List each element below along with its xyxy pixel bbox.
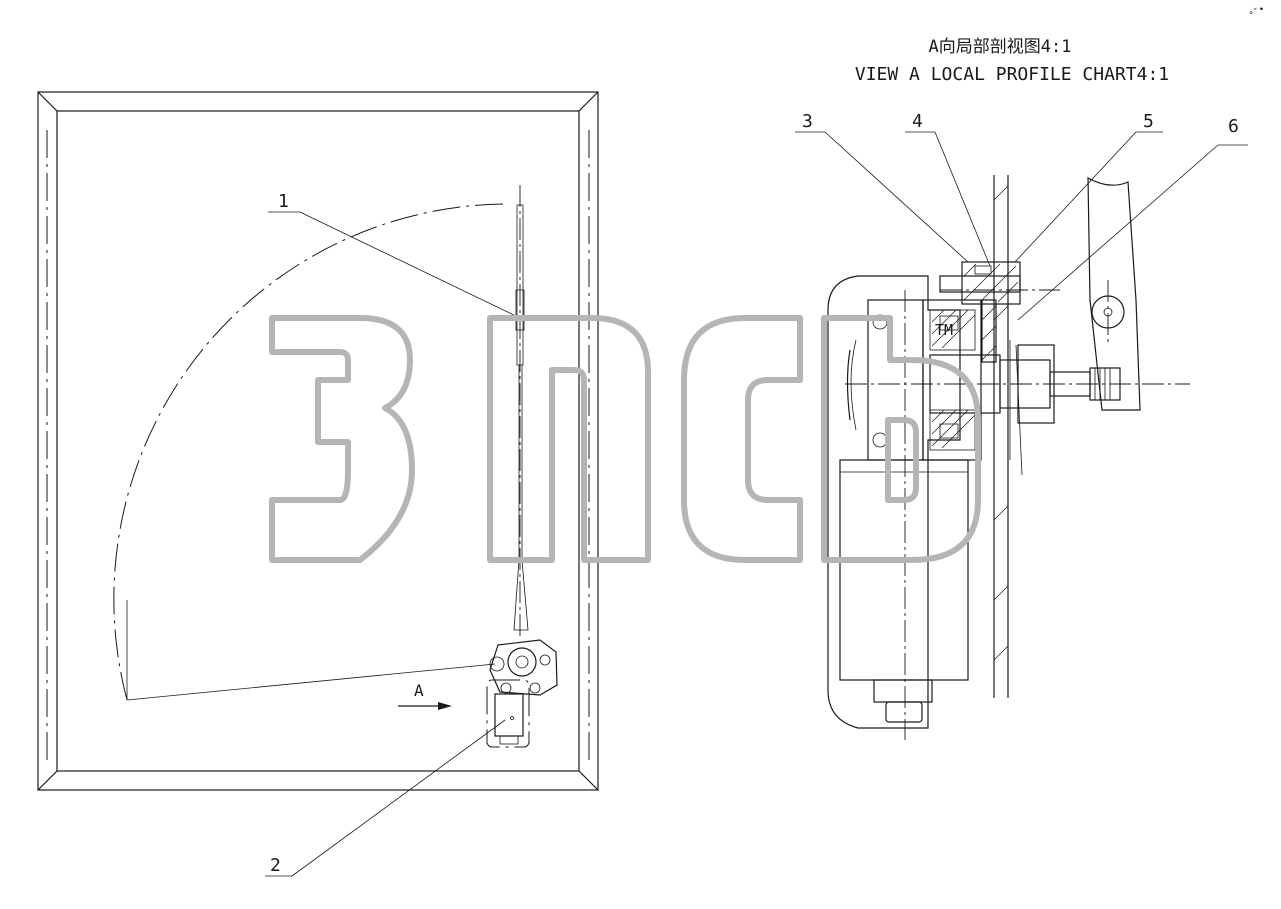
callout-3: 3 <box>795 111 969 263</box>
wiper-motor-top-view <box>486 639 558 748</box>
callout-5-label: 5 <box>1143 111 1154 132</box>
callout-1-label: 1 <box>278 191 289 212</box>
watermark-logo: TM <box>269 315 981 563</box>
callout-4: 4 <box>905 111 991 267</box>
wiper-blade <box>513 185 529 640</box>
watermark-tm: TM <box>935 321 953 339</box>
corner-mark: °˜• <box>1248 4 1267 21</box>
mount-bracket-section <box>939 261 1021 363</box>
motor-body <box>839 459 969 723</box>
callout-6: 6 <box>1017 116 1248 321</box>
motor-housing-outline <box>827 275 961 729</box>
callout-4-label: 4 <box>912 111 923 132</box>
view-title-chinese: A向局部剖视图4:1 <box>929 37 1072 57</box>
glass-panel <box>993 175 1009 698</box>
window-frame <box>37 91 599 791</box>
callout-3-label: 3 <box>802 111 813 132</box>
corner-mark-text: °˜• <box>1248 4 1267 21</box>
view-a-arrow: A <box>398 681 452 710</box>
glass-edge-dashes <box>46 130 590 760</box>
callout-2: 2 <box>265 719 506 877</box>
callout-6-label: 6 <box>1228 116 1239 137</box>
arm-bracket <box>1087 176 1141 411</box>
view-title: A向局部剖视图4:1 VIEW A LOCAL PROFILE CHART4:1 <box>855 37 1169 85</box>
wiper-sweep-arc <box>113 203 504 701</box>
callout-5: 5 <box>1014 111 1163 263</box>
shaft-assembly <box>845 289 1190 740</box>
callout-2-label: 2 <box>270 855 281 876</box>
view-title-english: VIEW A LOCAL PROFILE CHART4:1 <box>855 64 1169 85</box>
callout-1: 1 <box>268 191 521 319</box>
view-a-label: A <box>414 681 424 700</box>
